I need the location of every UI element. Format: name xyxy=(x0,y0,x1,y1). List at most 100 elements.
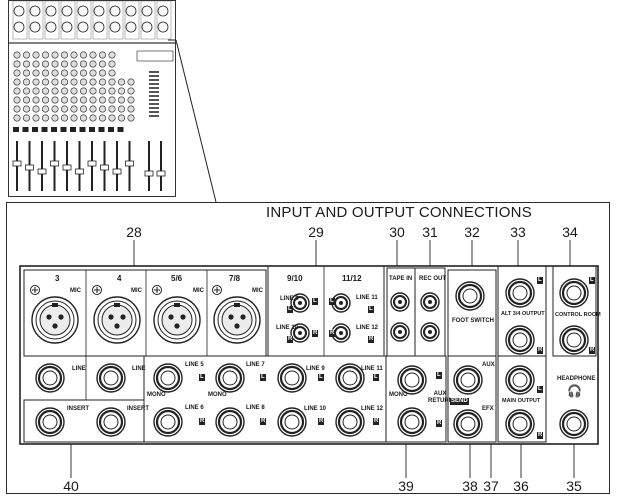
rec-out-r-jack[interactable] xyxy=(420,322,440,342)
callout-35: 35 xyxy=(566,478,582,494)
callout-40: 40 xyxy=(63,478,79,494)
tape-in-l-jack[interactable] xyxy=(390,292,410,312)
mono-label-aux: MONO xyxy=(389,392,408,398)
main-output-r-jack[interactable] xyxy=(505,409,535,439)
aux-label: AUX xyxy=(482,362,495,368)
send-badge: SEND xyxy=(450,398,469,405)
callout-34: 34 xyxy=(562,224,578,240)
headphone-jack[interactable] xyxy=(559,409,589,439)
badge-r-line12-lower: R xyxy=(373,418,380,425)
control-room-label: CONTROL ROOM xyxy=(555,312,601,318)
aux-return-r-jack[interactable] xyxy=(397,407,427,437)
badge-l-5: L xyxy=(199,374,205,381)
line7-jack[interactable] xyxy=(215,363,245,393)
screw-icon xyxy=(152,285,162,295)
alt34-output-l-jack[interactable] xyxy=(505,278,535,308)
headphone-icon: 🎧 xyxy=(567,384,582,398)
thumb-fader-bank xyxy=(12,141,166,191)
insert-jack-3[interactable] xyxy=(35,407,65,437)
callout-30: 30 xyxy=(389,224,405,240)
badge-l-line11: L xyxy=(368,306,374,313)
mic-label-4: MIC xyxy=(131,288,142,294)
badge-r-line12: R xyxy=(368,336,375,343)
line5-jack[interactable] xyxy=(153,363,183,393)
rec-out-l-jack[interactable] xyxy=(420,292,440,312)
thumb-knob-grid xyxy=(13,50,174,132)
insert-jack-4[interactable] xyxy=(96,407,126,437)
line-input-jack-3[interactable] xyxy=(35,363,65,393)
line12-label: LINE 12 xyxy=(361,406,384,412)
badge-r-line10: R xyxy=(287,336,294,343)
channel-910-label: 9/10 xyxy=(287,274,303,283)
callout-39: 39 xyxy=(398,478,414,494)
badge-r-8: R xyxy=(260,418,267,425)
aux-return-l-jack[interactable] xyxy=(397,365,427,395)
line6-label: LINE 6 xyxy=(185,405,204,411)
line11-jack[interactable] xyxy=(335,363,365,393)
line9-label: LINE 9 xyxy=(306,366,325,372)
line10-jack[interactable] xyxy=(277,407,307,437)
channel-4-label: 4 xyxy=(117,274,122,283)
rca-line12-jack[interactable] xyxy=(331,323,351,343)
mono-label-56: MONO xyxy=(147,392,166,398)
badge-l-7: L xyxy=(260,374,266,381)
callout-37: 37 xyxy=(483,478,499,494)
aux-send-jack[interactable] xyxy=(453,365,483,395)
badge-l-11: L xyxy=(329,298,335,305)
group-aux-return xyxy=(385,355,447,443)
line9-top-label: LINE 9 xyxy=(280,296,299,302)
mixer-overview-drawing xyxy=(9,1,175,196)
mono-label-78: MONO xyxy=(208,392,227,398)
mic-label-56: MIC xyxy=(193,288,204,294)
control-room-r-jack[interactable] xyxy=(559,325,589,355)
main-output-l-jack[interactable] xyxy=(505,365,535,395)
screw-icon xyxy=(212,285,222,295)
badge-r-6: R xyxy=(199,418,206,425)
badge-l-auxret: L xyxy=(436,372,442,379)
badge-r-cr: R xyxy=(589,347,596,354)
channel-78-label: 7/8 xyxy=(229,274,241,283)
line12-jack[interactable] xyxy=(335,407,365,437)
foot-switch-label: FOOT SWITCH xyxy=(452,318,494,324)
badge-l-9: L xyxy=(312,298,318,305)
badge-l-line9: L xyxy=(287,306,293,313)
xlr-mic-input-4[interactable] xyxy=(93,296,141,344)
xlr-mic-input-3[interactable] xyxy=(31,296,79,344)
callout-32: 32 xyxy=(464,224,480,240)
badge-l-alt: L xyxy=(537,277,543,284)
line5-label: LINE 5 xyxy=(185,362,204,368)
channel-3-label: 3 xyxy=(55,274,60,283)
line-label-3: LINE xyxy=(72,366,86,372)
alt34-output-label: ALT 3/4 OUTPUT xyxy=(501,311,545,317)
control-room-l-jack[interactable] xyxy=(559,278,589,308)
foot-switch-jack[interactable] xyxy=(455,281,485,311)
line11-label: LINE 11 xyxy=(361,366,383,372)
xlr-mic-input-78[interactable] xyxy=(213,296,261,344)
badge-r-10: R xyxy=(312,330,319,337)
rec-out-label: REC OUT xyxy=(419,276,446,282)
line-input-jack-4[interactable] xyxy=(96,363,126,393)
line8-jack[interactable] xyxy=(215,407,245,437)
group-control-room xyxy=(552,265,597,357)
callout-28: 28 xyxy=(126,224,142,240)
rca-line10-jack[interactable] xyxy=(290,323,310,343)
tape-in-r-jack[interactable] xyxy=(390,322,410,342)
insert-label-4: INSERT xyxy=(127,406,150,412)
alt34-output-r-jack[interactable] xyxy=(505,325,535,355)
panel-title: INPUT AND OUTPUT CONNECTIONS xyxy=(266,204,532,221)
efx-send-jack[interactable] xyxy=(453,409,483,439)
line6-jack[interactable] xyxy=(153,407,183,437)
mic-label-3: MIC xyxy=(70,288,81,294)
xlr-mic-input-56[interactable] xyxy=(153,296,201,344)
badge-l-line11-lower: L xyxy=(373,374,379,381)
line10-top-label: LINE 10 xyxy=(276,325,299,331)
mixer-overview-thumbnail xyxy=(8,0,176,197)
screw-icon xyxy=(30,285,40,295)
channel-1112-label: 11/12 xyxy=(342,274,362,283)
channel-56-label: 5/6 xyxy=(171,274,183,283)
group-main-output xyxy=(497,355,547,443)
rca-line9-jack[interactable] xyxy=(290,293,310,313)
rca-line11-jack[interactable] xyxy=(331,293,351,313)
line8-label: LINE 8 xyxy=(246,405,265,411)
line9-jack[interactable] xyxy=(277,363,307,393)
